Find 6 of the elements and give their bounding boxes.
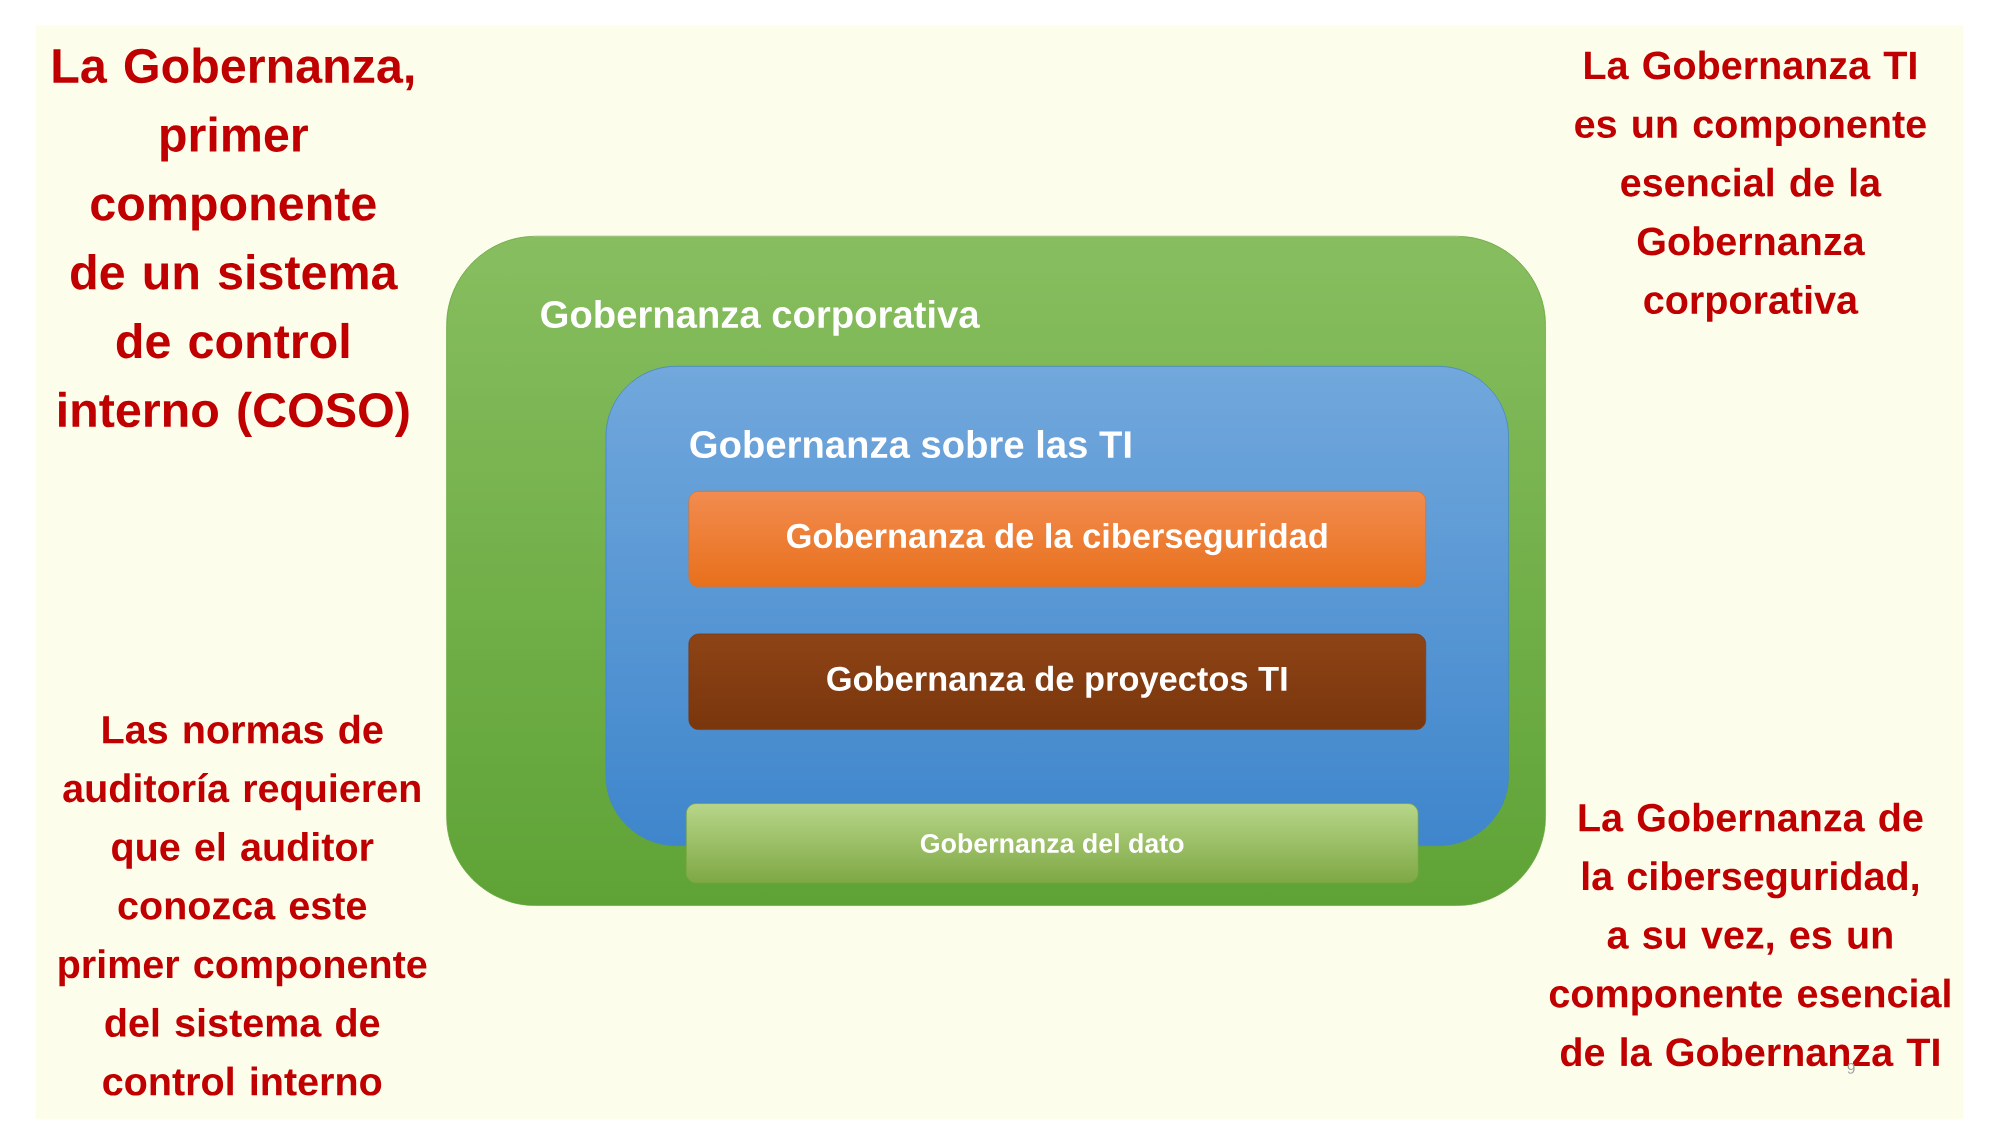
data-governance-bar: Gobernanza del dato: [685, 803, 1419, 884]
left-note: Las normas de auditoría requieren que el auditor conozca este primer componente del sistema de control interno: [59, 714, 427, 1096]
right-note: La Gobernanza TI es un componente esencial de la Gobernanza corporativa: [1575, 50, 1926, 323]
projects-box: Gobernanza de proyectos TI: [688, 633, 1427, 731]
left-note: La Gobernanza, primer componente de un sistema de control interno (COSO): [53, 47, 414, 438]
cybersecurity-box: Gobernanza de la ciberseguridad: [688, 491, 1427, 588]
